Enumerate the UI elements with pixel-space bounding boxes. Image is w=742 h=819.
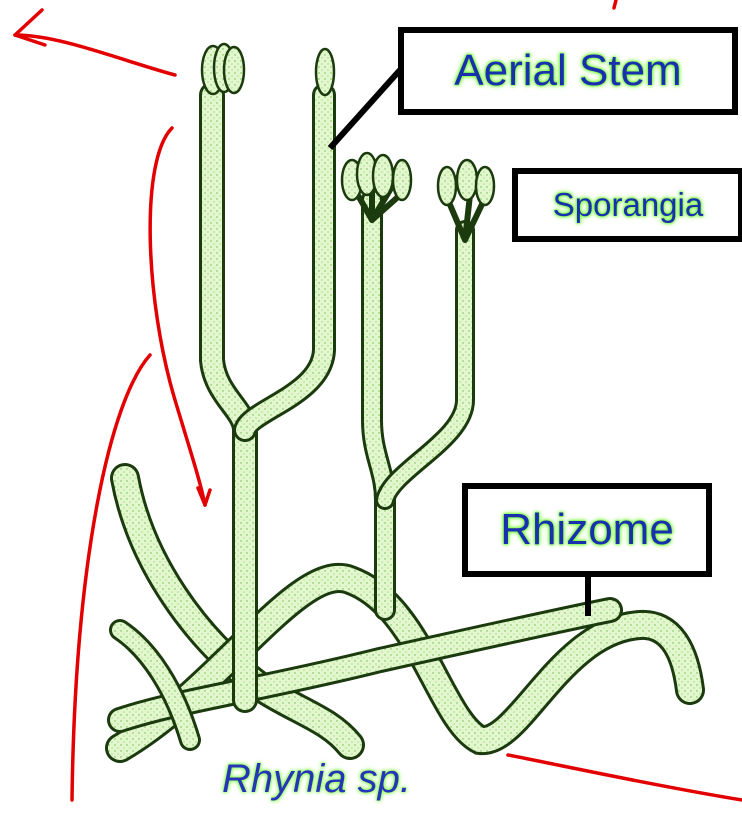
label-rhizome: Rhizome	[462, 483, 712, 577]
leader-aerial-stem	[330, 70, 400, 148]
sporangium	[457, 160, 477, 200]
label-aerial-stem-text: Aerial Stem	[454, 46, 681, 96]
sporangium	[476, 167, 494, 205]
sporangium	[316, 49, 334, 95]
label-sporangia: Sporangia	[512, 168, 742, 242]
species-name: Rhynia sp.	[222, 757, 411, 802]
sporangium	[393, 160, 411, 200]
label-aerial-stem: Aerial Stem	[398, 27, 738, 115]
sporangium	[438, 167, 456, 205]
label-rhizome-text: Rhizome	[500, 505, 674, 555]
red-arrow-top-left	[15, 35, 175, 75]
red-curve-stem	[150, 128, 205, 505]
red-curve-bottom	[508, 755, 742, 800]
sporangium	[373, 155, 393, 197]
red-tick-top	[614, 0, 616, 8]
label-sporangia-text: Sporangia	[553, 186, 703, 224]
sporangium	[224, 47, 244, 93]
